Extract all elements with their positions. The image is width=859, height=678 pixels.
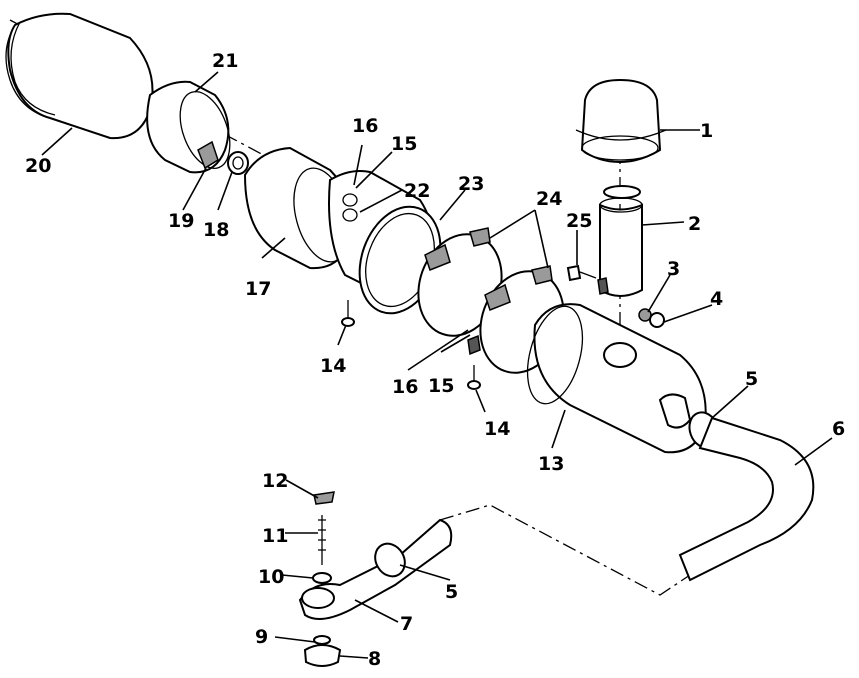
callout-4: 4 [710, 288, 723, 310]
callout-9: 9 [255, 626, 268, 648]
callout-21: 21 [212, 50, 238, 72]
part-5-hose-clamp-lower [374, 542, 406, 578]
callout-19: 19 [168, 210, 194, 232]
leader-lines [41, 71, 833, 659]
part-12-wing-nut [313, 491, 335, 505]
outlet-centerline [439, 504, 691, 596]
callout-17: 17 [245, 278, 271, 300]
callout-25: 25 [566, 210, 592, 232]
callout-2: 2 [688, 213, 701, 235]
part-11-stud [318, 515, 326, 565]
callout-1: 1 [700, 120, 713, 142]
callout-16-upper: 16 [352, 115, 378, 137]
callout-15-upper: 15 [391, 133, 417, 155]
part-8-base-plate [303, 644, 342, 667]
part-2-inlet-tube [597, 185, 643, 297]
part-14-screw-a [341, 300, 355, 327]
callout-14-right: 14 [484, 418, 510, 440]
part-1-precleaner-cap [575, 78, 667, 164]
callout-8: 8 [368, 648, 381, 670]
part-21-filter-element [146, 80, 231, 174]
part-25-bolt [566, 264, 597, 282]
part-20-housing [5, 12, 154, 140]
callout-labels: 1 2 3 4 5 5 6 7 8 9 10 11 12 13 14 14 15… [25, 50, 845, 670]
callout-3: 3 [667, 258, 680, 280]
part-6-hose [678, 416, 815, 582]
callout-13: 13 [538, 453, 564, 475]
callout-14-left: 14 [320, 355, 346, 377]
part-7-elbow [298, 518, 453, 620]
part-13-canister [526, 303, 707, 454]
callout-7: 7 [400, 613, 413, 635]
callout-18: 18 [203, 219, 229, 241]
part-18-washer [227, 151, 249, 175]
callout-24: 24 [536, 188, 562, 210]
callout-12: 12 [262, 470, 288, 492]
callout-10: 10 [258, 566, 284, 588]
part-4-washer [649, 312, 665, 328]
part-9-washer [313, 635, 331, 645]
callout-5-lower: 5 [445, 581, 458, 603]
callout-5-upper: 5 [745, 368, 758, 390]
part-14-screw-b [467, 365, 481, 390]
callout-6: 6 [832, 418, 845, 440]
callout-15-lower: 15 [428, 375, 454, 397]
callout-16-lower: 16 [392, 376, 418, 398]
part-10-washer [312, 572, 332, 584]
callout-22: 22 [404, 180, 430, 202]
part-24-mounting-bracket-a [417, 227, 503, 337]
callout-23: 23 [458, 173, 484, 195]
callout-11: 11 [262, 525, 288, 547]
callout-20: 20 [25, 155, 51, 177]
